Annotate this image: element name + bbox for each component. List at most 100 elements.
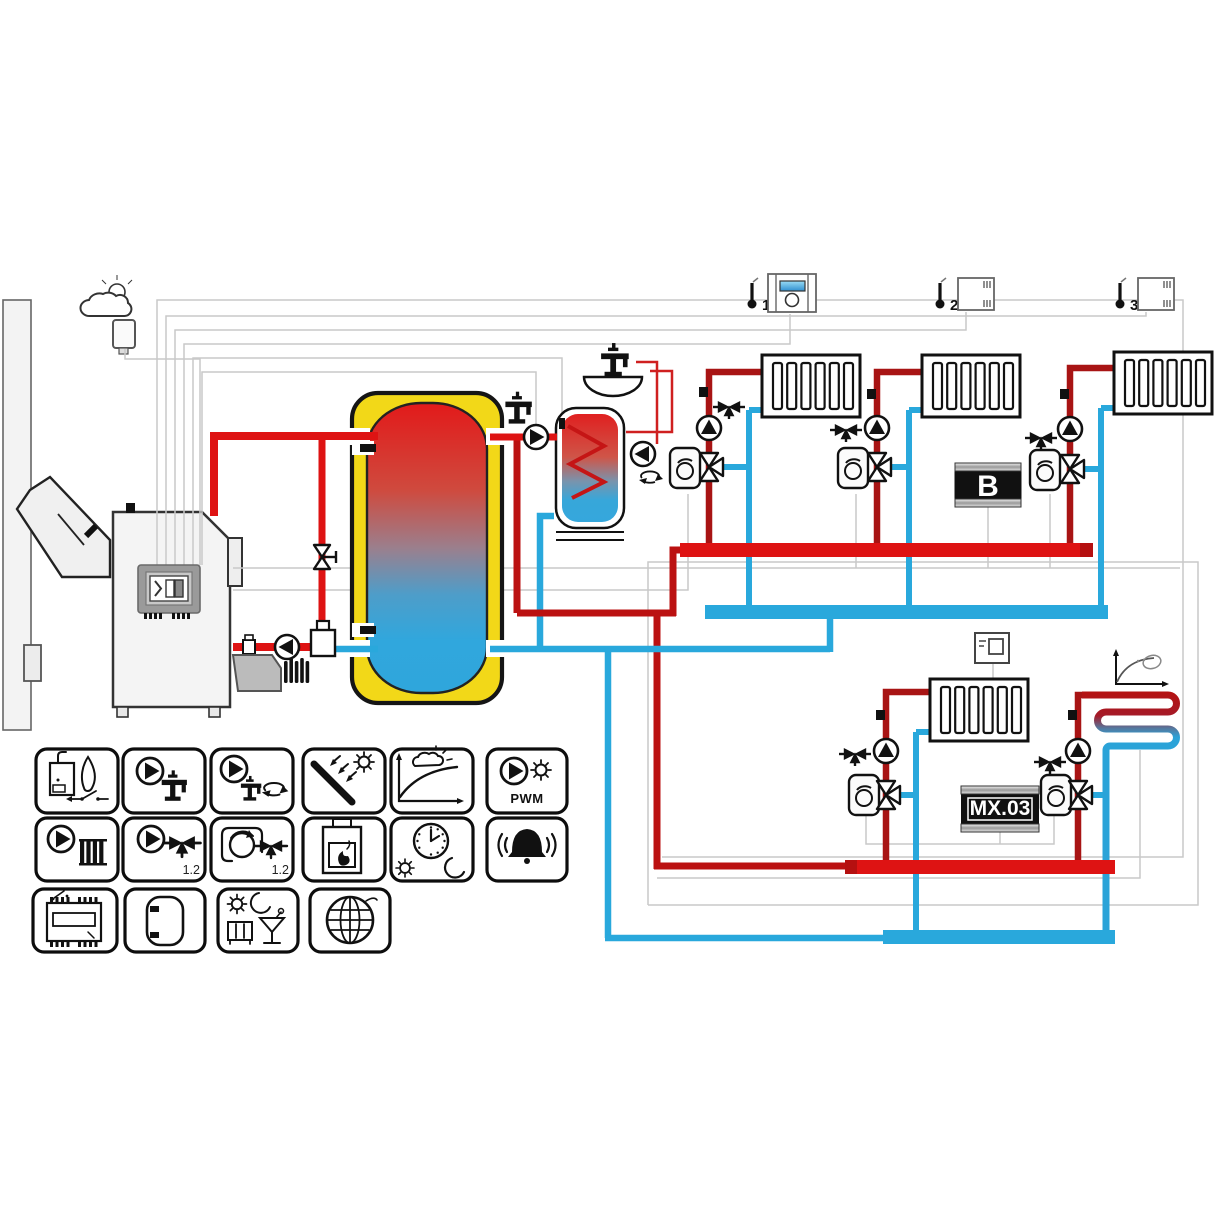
- buffer-tank: [344, 390, 506, 706]
- valve-motor-icon-3: [1023, 432, 1059, 452]
- flue-pipe: [15, 475, 112, 579]
- legend-item-party-holiday-mode: [216, 887, 300, 954]
- boiler-return-tee: [309, 619, 337, 658]
- floor-heating-coil: [1082, 691, 1180, 933]
- legend: PWM 1.2 1.2: [31, 745, 569, 954]
- room-sensor-2-label: 2: [950, 297, 958, 314]
- dhw-tap-icon: [601, 343, 629, 377]
- legend-item-buffer-tank-sensor: [123, 887, 207, 954]
- radiator-3: [1112, 350, 1214, 416]
- mixing-valve-3: [1059, 453, 1086, 485]
- mixing-actuator-1: [668, 446, 702, 490]
- dhw-charge-pump: [522, 423, 550, 451]
- room-sensor-2: 2: [933, 276, 995, 314]
- dhw-tank: [554, 406, 626, 541]
- mixing-actuator-3: [1028, 448, 1062, 492]
- supply-sensor-4: [876, 710, 885, 720]
- boiler-pump: [273, 633, 301, 661]
- legend-mixer-a-label: 1.2: [183, 863, 200, 877]
- flue-gas-sensor: [83, 523, 99, 539]
- legend-item-switching-module-terminals: [31, 887, 119, 954]
- mixing-actuator-4: [847, 773, 881, 817]
- mixing-valve-1: [698, 451, 725, 483]
- legend-item-dhw-charging-pump: [121, 747, 207, 815]
- basin: [582, 375, 644, 398]
- controller-b-label: B: [977, 470, 999, 503]
- legend-item-time-program-day-night: [389, 816, 475, 883]
- supply-manifold-lower: [845, 860, 1115, 874]
- room-sensor-1: 1: [745, 273, 817, 314]
- legend-item-mixing-valve-actuator: 1.2: [209, 816, 295, 883]
- valve-motor-icon-1: [711, 401, 747, 421]
- return-manifold-upper: [705, 605, 1108, 619]
- pipes: [210, 360, 1180, 944]
- legend-item-heating-circuit-pump: [34, 816, 120, 883]
- heating-circuit-1: [668, 353, 862, 490]
- circuit-pump-5: [1064, 737, 1092, 765]
- heating-circuit-2: [828, 353, 1022, 490]
- radiator-1: [760, 353, 862, 419]
- supply-sensor-1: [699, 387, 708, 397]
- room-unit-icon: [974, 632, 1010, 664]
- legend-item-solid-fuel-boiler: [301, 816, 387, 883]
- controller-b: B: [954, 462, 1022, 508]
- thermometer-icon: [745, 276, 760, 311]
- room-unit-1: [767, 273, 817, 313]
- buffer-sensor-bottom: [360, 626, 376, 634]
- mixing-actuator-5: [1039, 773, 1073, 817]
- cloud-icon: [79, 291, 133, 318]
- boiler-controller: [137, 564, 201, 619]
- circuit-pump-2: [863, 414, 891, 442]
- heating-circuit-3: [1023, 350, 1214, 492]
- legend-item-weather-compensation-curve: [389, 745, 475, 815]
- buffer-sensor-top: [360, 444, 376, 452]
- boiler-sensor: [126, 503, 135, 513]
- mixing-valve-2: [866, 451, 893, 483]
- burner-grille-icon: [284, 658, 310, 683]
- supply-sensor-5: [1068, 710, 1077, 720]
- room-sensor-1-label: 1: [762, 297, 770, 314]
- legend-item-boiler-burner-control: [34, 747, 120, 815]
- bypass-valve: [312, 543, 338, 571]
- dhw-circulation-pump: [629, 440, 657, 468]
- legend-pwm-label: PWM: [510, 791, 543, 806]
- heating-circuit-5-floor: [1032, 710, 1094, 817]
- controller-mx03-label: MX.03: [970, 797, 1031, 820]
- chimney-access-box: [23, 644, 42, 682]
- valve-motor-icon-5: [1032, 756, 1068, 776]
- room-sensor-3: 3: [1113, 276, 1175, 314]
- legend-mixer-b-label: 1.2: [272, 863, 289, 877]
- supply-manifold-upper: [680, 543, 1093, 557]
- heating-circuit-4: [837, 677, 1030, 817]
- heating-curve-icon: [1113, 649, 1169, 687]
- buffer-tap-icon: [505, 391, 532, 424]
- room-sensor-3-label: 3: [1130, 297, 1138, 314]
- radiator-4: [928, 677, 1030, 743]
- supply-sensor-3: [1060, 389, 1069, 399]
- legend-item-circuit-pump-mixing-valve: 1.2: [121, 816, 207, 883]
- controller-mx03: MX.03: [960, 785, 1040, 833]
- outdoor-sensor: [79, 275, 136, 355]
- valve-motor-icon-2: [828, 424, 864, 444]
- control-wires: [124, 299, 1199, 906]
- supply-sensor-2: [867, 389, 876, 399]
- circulation-arrows-icon: [638, 470, 664, 485]
- dhw-sensor: [559, 418, 565, 429]
- burner: [231, 654, 310, 692]
- union-fitting: [242, 634, 256, 655]
- return-manifold-lower: [883, 930, 1115, 944]
- legend-item-solar-collector: [301, 747, 387, 815]
- valve-motor-icon-4: [837, 748, 873, 768]
- circuit-pump-1: [695, 414, 723, 442]
- mixing-valve-4: [875, 779, 902, 811]
- outdoor-sensor-box: [112, 319, 136, 349]
- legend-item-alarm-output: [485, 816, 569, 883]
- mixing-actuator-2: [836, 446, 870, 490]
- mixing-valve-5: [1067, 779, 1094, 811]
- legend-item-pwm-solar-pump: PWM: [485, 747, 569, 815]
- dhw-coil: [565, 424, 609, 500]
- radiator-2: [920, 353, 1022, 419]
- circuit-pump-4: [872, 737, 900, 765]
